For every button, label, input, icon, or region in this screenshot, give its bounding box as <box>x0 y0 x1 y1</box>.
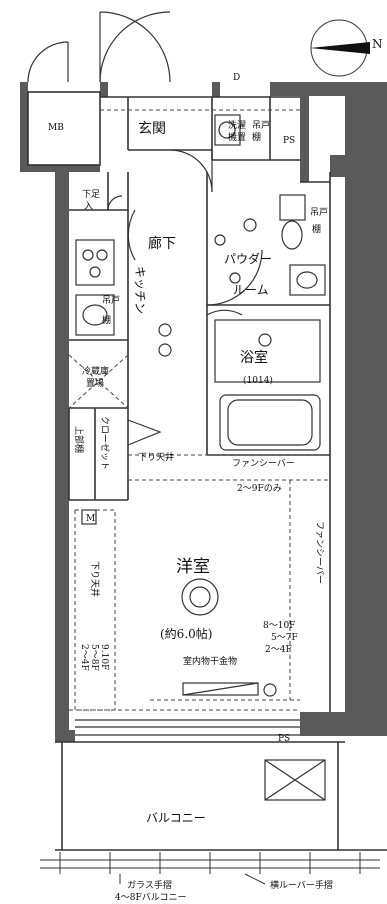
louver-rail-label: 横ルーバー手摺 <box>270 879 333 891</box>
fixtures <box>75 114 326 801</box>
door-swings <box>27 11 263 446</box>
washer-label-4: 棚 <box>252 131 261 143</box>
indoor-hanger-label: 室内物干金物 <box>183 655 237 667</box>
dashed-lines <box>68 109 330 711</box>
washer-label-1: 洗濯 <box>228 119 246 131</box>
floor-note-right-1: 8～10F <box>263 621 295 631</box>
ps-bottom-label: PS <box>278 734 290 744</box>
balcony-floor-note-label: 4～8Fバルコニー <box>115 892 187 903</box>
shoe-closet-label-2: 入 <box>84 201 93 212</box>
kitchen-label: キッチン <box>133 266 147 314</box>
floor-note-left-2: 5～8F <box>89 644 99 671</box>
floor-note-left-1: 2～4F <box>79 644 89 671</box>
hall-label: 廊下 <box>148 235 176 252</box>
powder-room-label-1: パウダー <box>224 251 272 266</box>
floor-note-left-3: 9.10F <box>99 644 109 670</box>
fan-vertical-label: ファンシーバー <box>314 521 325 584</box>
fan-label-1: ファンシーバー <box>232 458 295 469</box>
mb-label: MB <box>48 123 64 133</box>
fridge-label-1: 冷蔵庫 <box>82 365 109 377</box>
balcony-railing <box>40 852 380 885</box>
lowered-ceiling-label-2: 下り天井 <box>89 561 101 597</box>
north-label: N <box>372 37 383 51</box>
fridge-label-2: 置場 <box>86 377 104 389</box>
lowered-ceiling-label-1: 下り天井 <box>138 451 174 463</box>
closet-label: クローゼット <box>99 416 111 470</box>
walls <box>20 82 387 742</box>
d-label: D <box>233 73 240 83</box>
floor-note-right-2: 5～7F <box>271 633 298 643</box>
bathroom-label: 浴室 <box>240 349 268 366</box>
kitchen-cabinet-label-2: 棚 <box>102 314 111 326</box>
powder-cabinet-label-1: 吊戸 <box>310 207 328 218</box>
interior-walls <box>27 91 387 851</box>
powder-cabinet-label-2: 棚 <box>312 223 321 235</box>
kitchen-cabinet-label-1: 吊戸 <box>102 295 120 306</box>
bathroom-size-label: (1014) <box>243 375 273 386</box>
north-arrow-icon <box>310 19 370 77</box>
western-room-size-label: (約6.0帖) <box>160 626 212 641</box>
meter-label: M <box>86 514 95 524</box>
western-room-label: 洋室 <box>176 557 210 577</box>
washer-label-2: 機置 <box>228 131 246 143</box>
entrance-label: 玄関 <box>138 120 166 137</box>
shoe-closet-label-1: 下足 <box>82 189 100 200</box>
floor-note-right-3: 2～4F <box>265 645 292 655</box>
floor-note-1-label: 2～9Fのみ <box>237 483 282 494</box>
upper-cabinet-label: 上部棚 <box>73 426 85 453</box>
balcony-label: バルコニー <box>146 811 206 825</box>
ps-top-label: PS <box>283 136 295 146</box>
powder-room-label-2: ルーム <box>233 283 269 297</box>
glass-rail-label: ガラス手摺 <box>127 879 172 891</box>
washer-label-3: 吊戸 <box>252 120 270 131</box>
